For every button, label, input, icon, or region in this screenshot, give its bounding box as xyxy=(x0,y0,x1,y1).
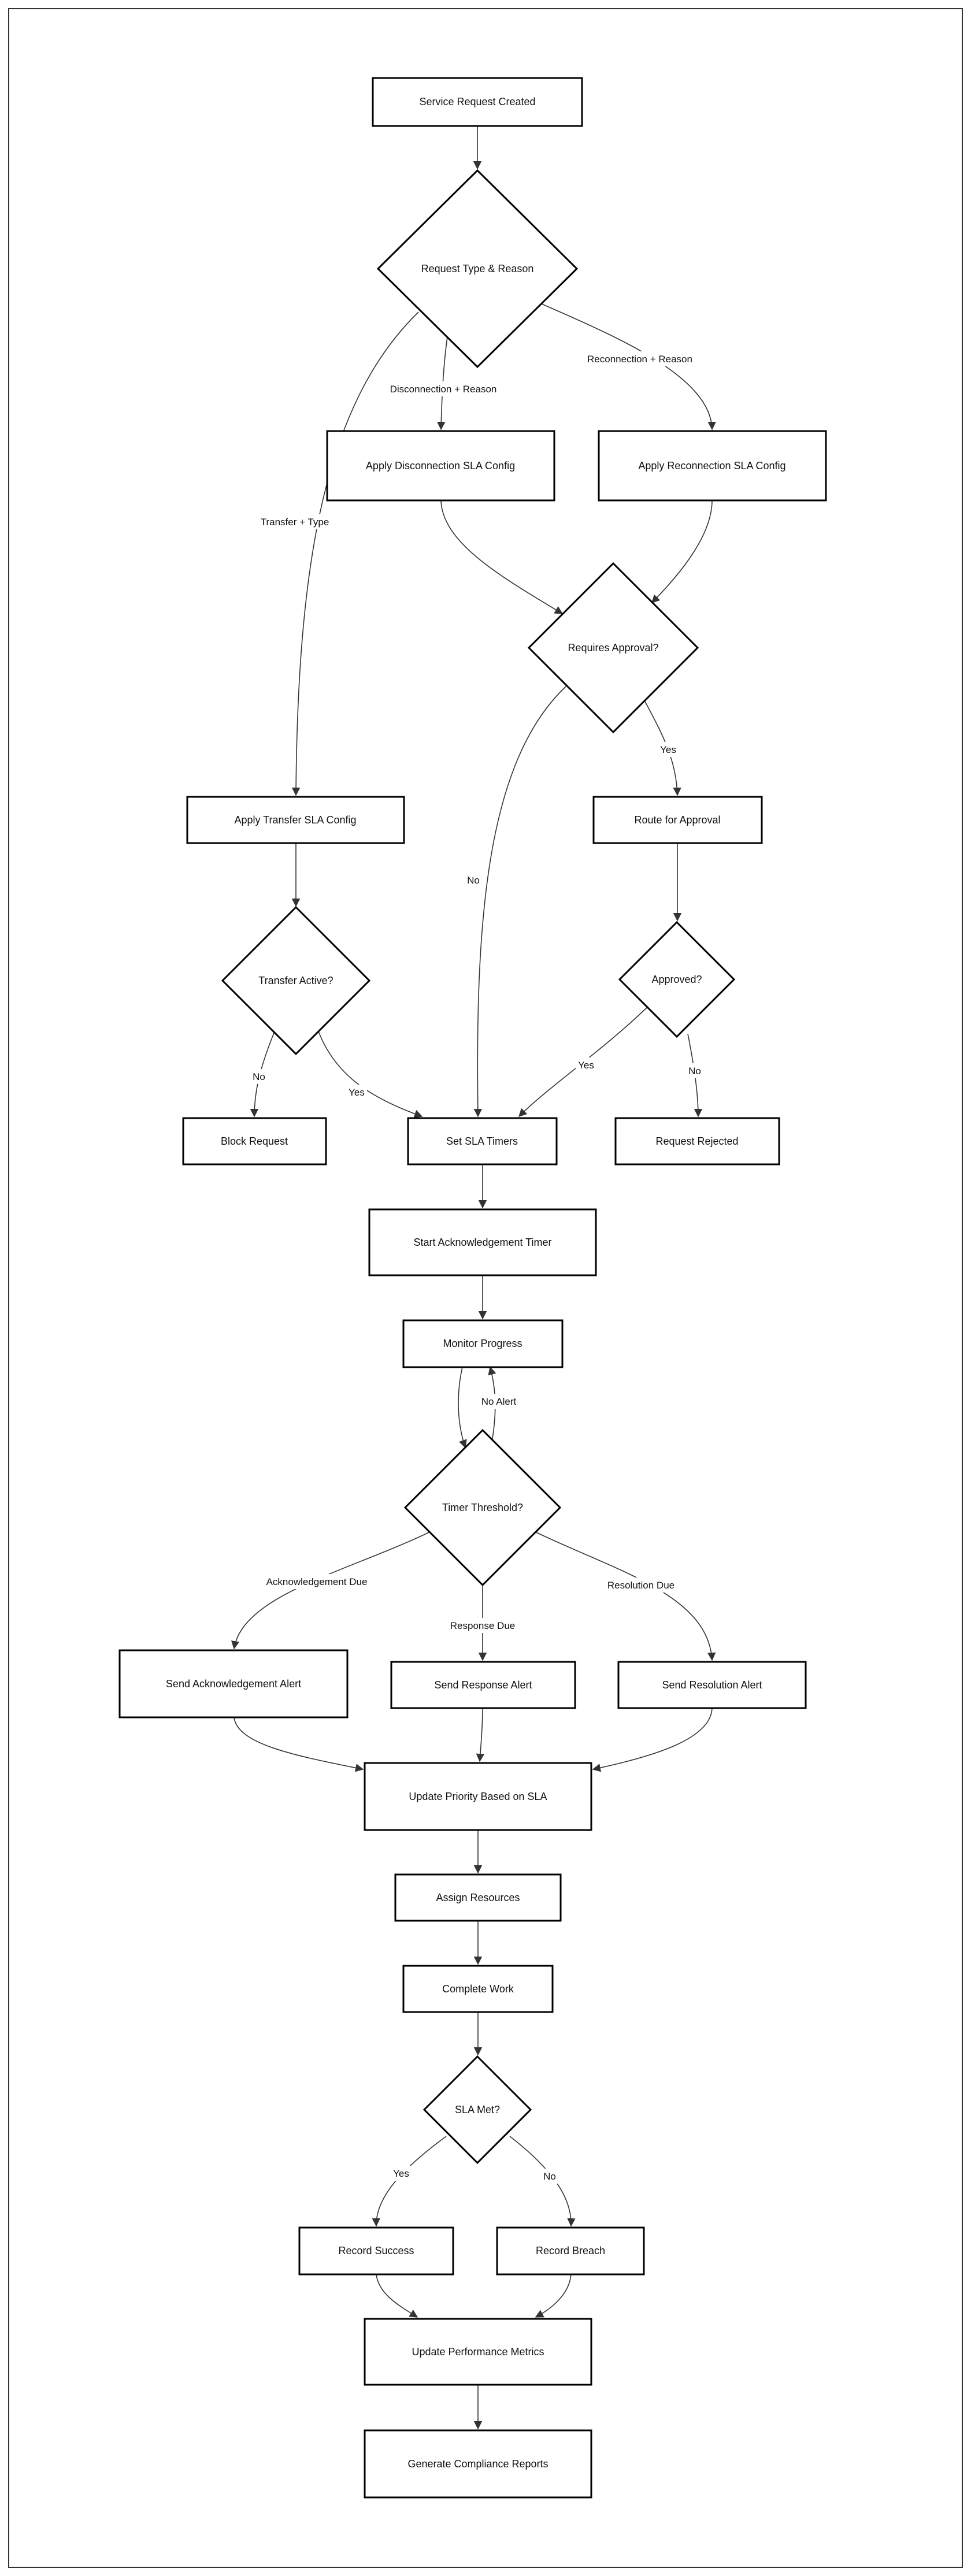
edge-threshold-to-resalert xyxy=(536,1532,716,1661)
svg-text:Send Resolution Alert: Send Resolution Alert xyxy=(662,1679,762,1691)
edge-respalert-to-priority xyxy=(476,1708,485,1762)
svg-text:Send Response Alert: Send Response Alert xyxy=(434,1679,532,1691)
svg-text:Transfer Active?: Transfer Active? xyxy=(258,975,333,986)
svg-text:Monitor Progress: Monitor Progress xyxy=(443,1338,522,1349)
svg-text:No: No xyxy=(467,875,480,886)
svg-text:Yes: Yes xyxy=(660,744,676,755)
node-update-performance-metrics: Update Performance Metrics xyxy=(364,2318,592,2386)
svg-text:Request Type & Reason: Request Type & Reason xyxy=(421,263,534,274)
node-apply-transfer-sla: Apply Transfer SLA Config xyxy=(186,796,405,844)
edge-label-resolution-due: Resolution Due xyxy=(605,1577,677,1593)
edge-active-yes-to-timers xyxy=(318,1031,423,1118)
node-request-rejected: Request Rejected xyxy=(614,1117,780,1165)
svg-text:Apply Disconnection SLA Config: Apply Disconnection SLA Config xyxy=(366,460,515,472)
edge-label-reconnection: Reconnection + Reason xyxy=(587,351,692,366)
svg-text:No: No xyxy=(253,1071,265,1082)
svg-text:Generate Compliance Reports: Generate Compliance Reports xyxy=(407,2458,548,2470)
svg-text:Update Priority Based on SLA: Update Priority Based on SLA xyxy=(409,1791,547,1802)
node-timer-threshold-decision: Timer Threshold? xyxy=(403,1428,562,1587)
edge-label-sla-yes: Yes xyxy=(391,2166,412,2181)
node-service-request-created: Service Request Created xyxy=(372,77,583,127)
svg-text:Block Request: Block Request xyxy=(221,1135,288,1147)
svg-text:Route for Approval: Route for Approval xyxy=(634,814,720,826)
svg-text:Acknowledgement Due: Acknowledgement Due xyxy=(266,1576,368,1587)
svg-text:Apply Reconnection SLA Config: Apply Reconnection SLA Config xyxy=(638,460,785,472)
edge-label-approval-yes: Yes xyxy=(658,742,679,757)
diagram-frame xyxy=(8,8,963,2568)
svg-text:No: No xyxy=(688,1066,701,1077)
edge-breach-to-metrics xyxy=(535,2274,572,2318)
svg-text:Request Rejected: Request Rejected xyxy=(655,1135,738,1147)
svg-text:Set SLA Timers: Set SLA Timers xyxy=(446,1135,518,1147)
node-requires-approval-decision: Requires Approval? xyxy=(527,562,699,734)
node-set-sla-timers: Set SLA Timers xyxy=(407,1117,558,1165)
svg-text:Send Acknowledgement Alert: Send Acknowledgement Alert xyxy=(166,1678,301,1690)
edge-slamet-yes-to-success xyxy=(372,2136,447,2227)
edge-ackalert-to-priority xyxy=(234,1717,364,1772)
edge-monitor-to-threshold xyxy=(458,1367,467,1449)
edge-label-transfer: Transfer + Type xyxy=(259,514,331,529)
edge-label-ack-due: Acknowledgement Due xyxy=(265,1574,369,1589)
edge-label-response-due: Response Due xyxy=(449,1618,517,1633)
svg-text:Yes: Yes xyxy=(393,2168,409,2179)
edge-type-to-transfer xyxy=(291,311,419,796)
node-sla-met-decision: SLA Met? xyxy=(423,2055,532,2165)
edge-slamet-no-to-breach xyxy=(509,2136,576,2227)
edge-reconnection-to-approval xyxy=(651,500,713,604)
svg-text:Apply Transfer SLA Config: Apply Transfer SLA Config xyxy=(234,814,356,826)
svg-text:Start Acknowledgement Timer: Start Acknowledgement Timer xyxy=(413,1237,551,1248)
svg-text:Assign Resources: Assign Resources xyxy=(436,1892,520,1903)
node-start-acknowledgement-timer: Start Acknowledgement Timer xyxy=(368,1208,597,1276)
edge-approval-no-to-timers xyxy=(473,686,566,1118)
svg-text:Service Request Created: Service Request Created xyxy=(419,96,535,107)
edge-label-active-yes: Yes xyxy=(346,1085,367,1100)
svg-text:No: No xyxy=(543,2171,556,2182)
svg-text:Response Due: Response Due xyxy=(450,1620,515,1631)
edge-label-sla-no: No xyxy=(541,2169,558,2184)
edge-label-approval-no: No xyxy=(465,873,482,888)
edge-label-disconnection: Disconnection + Reason xyxy=(390,381,497,396)
svg-text:Requires Approval?: Requires Approval? xyxy=(568,642,658,654)
svg-text:Update Performance Metrics: Update Performance Metrics xyxy=(412,2346,544,2358)
edge-success-to-metrics xyxy=(376,2274,418,2318)
svg-text:Yes: Yes xyxy=(578,1060,594,1071)
node-record-success: Record Success xyxy=(298,2226,454,2276)
svg-text:Record Success: Record Success xyxy=(338,2245,414,2256)
edge-label-no-alert: No Alert xyxy=(480,1394,518,1409)
node-assign-resources: Assign Resources xyxy=(394,1873,562,1922)
svg-text:Resolution Due: Resolution Due xyxy=(607,1580,674,1591)
node-monitor-progress: Monitor Progress xyxy=(402,1319,564,1368)
edge-threshold-to-ackalert xyxy=(231,1532,429,1650)
edge-resalert-to-priority xyxy=(592,1708,713,1772)
svg-text:Disconnection + Reason: Disconnection + Reason xyxy=(390,384,497,395)
svg-text:Reconnection + Reason: Reconnection + Reason xyxy=(587,354,692,365)
node-block-request: Block Request xyxy=(182,1117,327,1165)
svg-text:Timer Threshold?: Timer Threshold? xyxy=(442,1502,523,1513)
svg-text:Yes: Yes xyxy=(349,1087,365,1098)
node-approved-decision: Approved? xyxy=(618,920,736,1038)
edge-label-approved-no: No xyxy=(686,1063,703,1078)
node-request-type-decision: Request Type & Reason xyxy=(376,169,579,369)
svg-text:Approved?: Approved? xyxy=(651,974,702,985)
node-complete-work: Complete Work xyxy=(402,1965,554,2013)
svg-text:No Alert: No Alert xyxy=(481,1396,517,1407)
node-apply-disconnection-sla: Apply Disconnection SLA Config xyxy=(326,430,555,502)
edge-label-approved-yes: Yes xyxy=(576,1057,596,1072)
node-record-breach: Record Breach xyxy=(496,2226,645,2276)
svg-text:Record Breach: Record Breach xyxy=(536,2245,605,2256)
node-generate-compliance-reports: Generate Compliance Reports xyxy=(364,2429,592,2499)
node-send-resolution-alert: Send Resolution Alert xyxy=(617,1661,807,1709)
edge-disconnection-to-approval xyxy=(440,500,564,614)
svg-text:Complete Work: Complete Work xyxy=(442,1983,514,1995)
svg-text:SLA Met?: SLA Met? xyxy=(455,2104,500,2115)
node-route-for-approval: Route for Approval xyxy=(592,796,763,844)
node-send-response-alert: Send Response Alert xyxy=(390,1661,576,1709)
node-update-priority: Update Priority Based on SLA xyxy=(364,1762,592,1831)
node-transfer-active-decision: Transfer Active? xyxy=(221,905,371,1056)
node-send-acknowledgement-alert: Send Acknowledgement Alert xyxy=(118,1649,349,1718)
edge-label-active-no: No xyxy=(250,1069,268,1084)
svg-text:Transfer + Type: Transfer + Type xyxy=(261,517,329,528)
node-apply-reconnection-sla: Apply Reconnection SLA Config xyxy=(598,430,827,502)
